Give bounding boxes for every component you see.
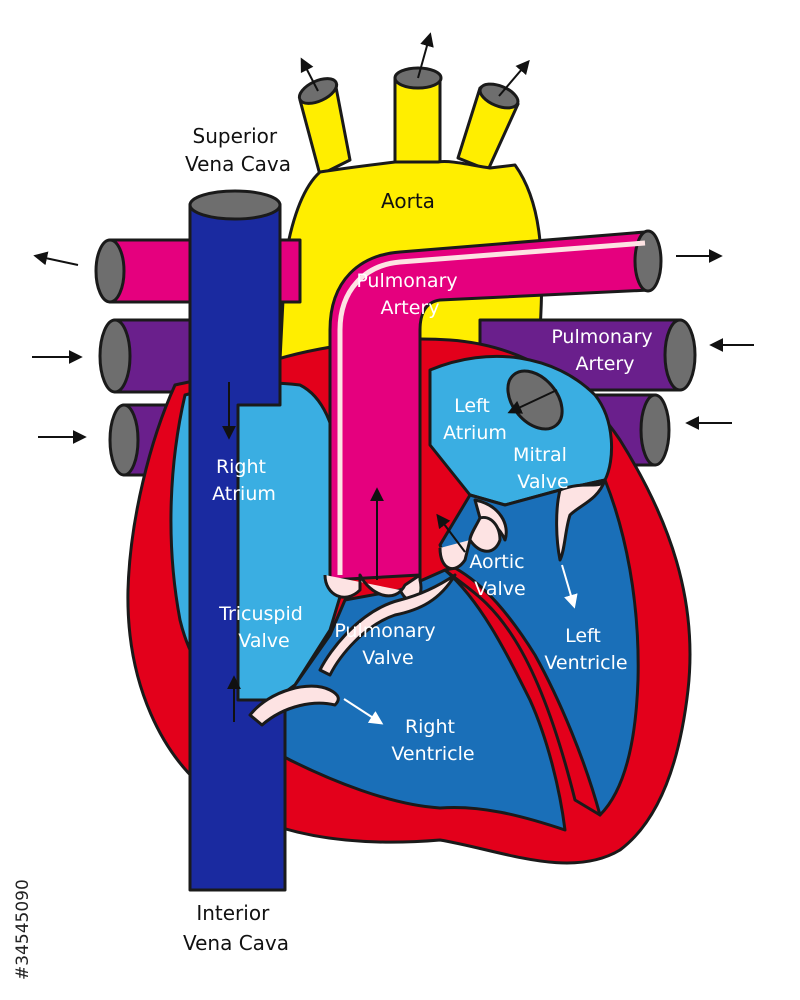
aortic-valve-cusps	[438, 515, 502, 571]
label-tricuspid-valve: Tricuspid Valve	[218, 603, 309, 652]
flow-arrows	[32, 32, 754, 725]
label-right-atrium: Right Atrium	[212, 456, 276, 505]
label-pulmonary-valve: Pulmonary Valve	[334, 620, 441, 669]
arrow-la-in	[507, 389, 558, 414]
right-ventricle	[253, 568, 567, 832]
labels: Superior Vena Cava Aorta Pulmonary Arter…	[183, 124, 658, 955]
arrow-left-pa-out	[33, 251, 79, 266]
label-inferior-vena-cava: Interior Vena Cava	[183, 901, 289, 955]
tricuspid-valve-leaflet	[248, 684, 340, 727]
arrow-aorta-right	[498, 59, 530, 97]
septum	[443, 566, 602, 817]
label-left-atrium: Left Atrium	[443, 395, 507, 444]
arrow-aorta-left	[300, 57, 319, 92]
valves	[248, 478, 607, 727]
pulmonary-artery-cap	[633, 229, 663, 293]
label-mitral-valve: Mitral Valve	[513, 444, 573, 493]
arrow-tricuspid-right	[343, 698, 384, 725]
label-pulmonary-artery-center: Pulmonary Artery	[356, 270, 463, 319]
superior-vena-cava-cap	[188, 189, 282, 221]
arrow-aortic-out	[436, 513, 466, 553]
label-superior-vena-cava: Superior Vena Cava	[185, 124, 291, 176]
stock-image-id: #34545090	[13, 879, 33, 980]
label-aorta: Aorta	[381, 189, 435, 213]
label-right-ventricle: Right Ventricle	[391, 716, 474, 765]
arrow-mitral-down	[561, 564, 578, 609]
label-aortic-valve: Aortic Valve	[469, 551, 530, 600]
pulmonary-valve-leaflet	[318, 573, 457, 677]
label-pulmonary-artery-right: Pulmonary Artery	[551, 326, 658, 375]
pulmonary-artery-trunk	[328, 230, 652, 582]
label-left-ventricle: Left Ventricle	[544, 625, 627, 674]
aorta-branches	[297, 66, 520, 177]
arrow-aorta-mid	[417, 32, 434, 79]
